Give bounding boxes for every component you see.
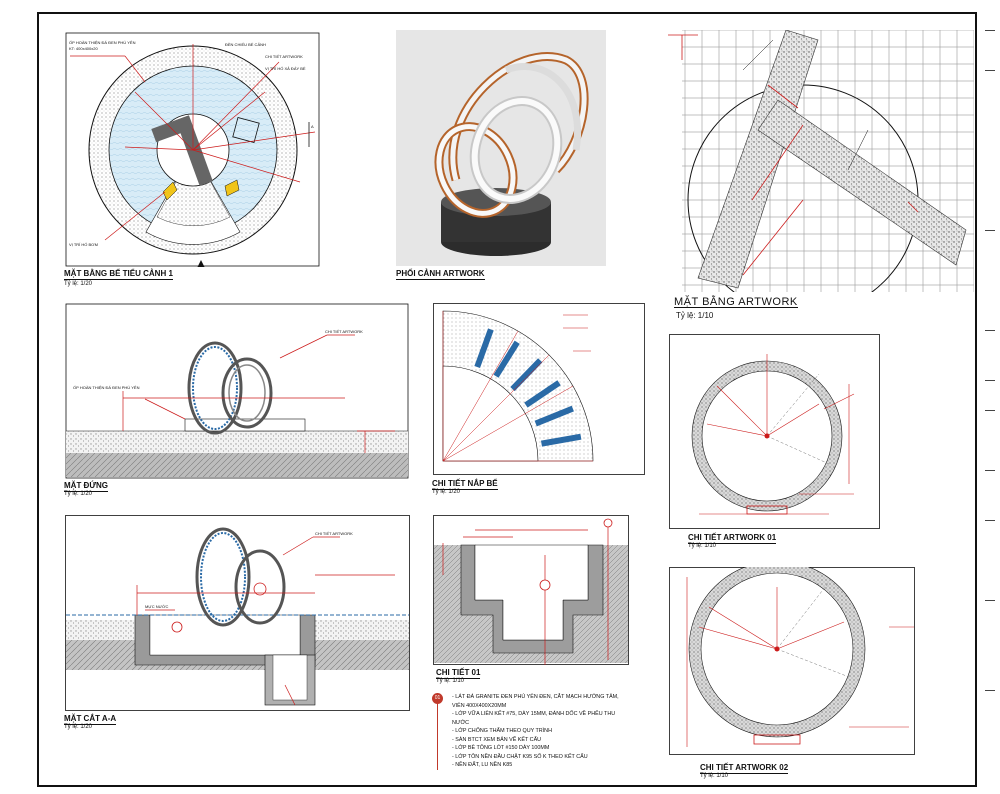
scale-plan-basin: Tỷ lệ: 1/20 [64, 281, 93, 287]
notes-item: - LỚP BÊ TÔNG LÓT #150 DÀY 100MM [452, 745, 550, 751]
caption-detail-artwork-02: CHI TIẾT ARTWORK 02 [700, 763, 789, 774]
title-block-strip [985, 0, 1000, 794]
artwork-render [396, 30, 606, 266]
section-aa-drawing: CHI TIẾT ARTWORK MỰC NƯỚC [65, 515, 410, 711]
notes-item: - SÀN BTCT XEM BẢN VẼ KẾT CẤU [452, 736, 542, 743]
callout-pump-pit: VỊ TRÍ HỐ BƠM [69, 242, 98, 247]
plan-artwork-view [668, 29, 976, 316]
elevation-drawing: CHI TIẾT ARTWORK ỐP HOÀN THIỆN ĐÁ ĐEN PH… [65, 303, 409, 479]
caption-section-aa: MẶT CẮT A-A [64, 714, 117, 725]
scale-detail-artwork-01: Tỷ lệ: 1/10 [688, 543, 717, 549]
callout-elev-artwork: CHI TIẾT ARTWORK [325, 329, 363, 334]
cover-detail-view [433, 303, 645, 475]
callout-stone-cladding: ỐP HOÀN THIỆN ĐÁ ĐEN PHÚ YÊN [69, 40, 136, 45]
notes-badge: 01 [432, 693, 443, 704]
plan-basin-view: A ỐP HOÀN THIỆN ĐÁ ĐEN PHÚ YÊN KT: 400x4… [65, 32, 320, 270]
caption-plan-artwork: MẶT BẰNG ARTWORK [674, 296, 798, 308]
svg-text:A: A [311, 124, 314, 129]
scale-cover-detail: Tỷ lệ: 1/20 [432, 489, 461, 495]
notes-item: - LỚP CHỐNG THẤM THEO QUY TRÌNH [452, 728, 552, 734]
caption-cover-detail: CHI TIẾT NẮP BỂ [432, 479, 498, 490]
construction-notes: 01 - LÁT ĐÁ GRANITE ĐEN PHÚ YÊN ĐEN, CẮT… [432, 693, 632, 770]
callout-elev-cladding: ỐP HOÀN THIỆN ĐÁ ĐEN PHÚ YÊN [73, 385, 140, 390]
notes-item: - LÁT ĐÁ GRANITE ĐEN PHÚ YÊN ĐEN, CẮT MẠ… [452, 694, 619, 709]
render-view [396, 30, 606, 266]
scale-section-aa: Tỷ lệ: 1/20 [64, 724, 93, 730]
plan-artwork-drawing [668, 29, 974, 316]
callout-stone-size: KT: 400x400x20 [69, 46, 98, 51]
notes-item: - LỚP VỮA LIÊN KẾT #75, DÀY 15MM, ĐÁNH D… [452, 711, 616, 726]
detail-01-view [433, 515, 629, 665]
detail-01-drawing [433, 515, 629, 665]
section-aa-view: CHI TIẾT ARTWORK MỰC NƯỚC [65, 515, 410, 711]
caption-render: PHỐI CẢNH ARTWORK [396, 269, 485, 280]
notes-item: - LỚP TÔN NỀN ĐẦU CHẶT K95 SỐ K THEO KẾT… [452, 753, 588, 760]
notes-list: - LÁT ĐÁ GRANITE ĐEN PHÚ YÊN ĐEN, CẮT MẠ… [437, 693, 632, 770]
plan-basin-drawing: A ỐP HOÀN THIỆN ĐÁ ĐEN PHÚ YÊN KT: 400x4… [65, 32, 320, 270]
detail-artwork-01-drawing [669, 334, 880, 529]
detail-artwork-02-view [669, 560, 915, 755]
notes-item: - NỀN ĐẤT, LU NỀN K85 [452, 762, 513, 768]
scale-plan-artwork: Tỷ lệ: 1/10 [676, 311, 714, 320]
callout-water-level: MỰC NƯỚC [145, 604, 168, 609]
caption-plan-basin: MẶT BẰNG BỂ TIỂU CẢNH 1 [64, 269, 173, 280]
caption-elevation: MẶT ĐỨNG [64, 481, 108, 492]
scale-detail-artwork-02: Tỷ lệ: 1/10 [700, 773, 729, 779]
cover-detail-drawing [433, 303, 645, 475]
scale-detail-01: Tỷ lệ: 1/10 [436, 678, 465, 684]
detail-artwork-01-view [669, 334, 880, 529]
detail-artwork-02-drawing [669, 560, 915, 755]
scale-elevation: Tỷ lệ: 1/20 [64, 491, 93, 497]
callout-drain-pit: VỊ TRÍ HỐ XẢ ĐÁY BỂ [265, 66, 306, 71]
caption-detail-01: CHI TIẾT 01 [436, 668, 481, 679]
callout-section-artwork: CHI TIẾT ARTWORK [315, 531, 353, 536]
callout-spotlight: ĐÈN CHIẾU BỂ CẢNH [225, 42, 266, 47]
callout-artwork-detail: CHI TIẾT ARTWORK [265, 54, 303, 59]
elevation-view: CHI TIẾT ARTWORK ỐP HOÀN THIỆN ĐÁ ĐEN PH… [65, 303, 409, 479]
caption-detail-artwork-01: CHI TIẾT ARTWORK 01 [688, 533, 777, 544]
